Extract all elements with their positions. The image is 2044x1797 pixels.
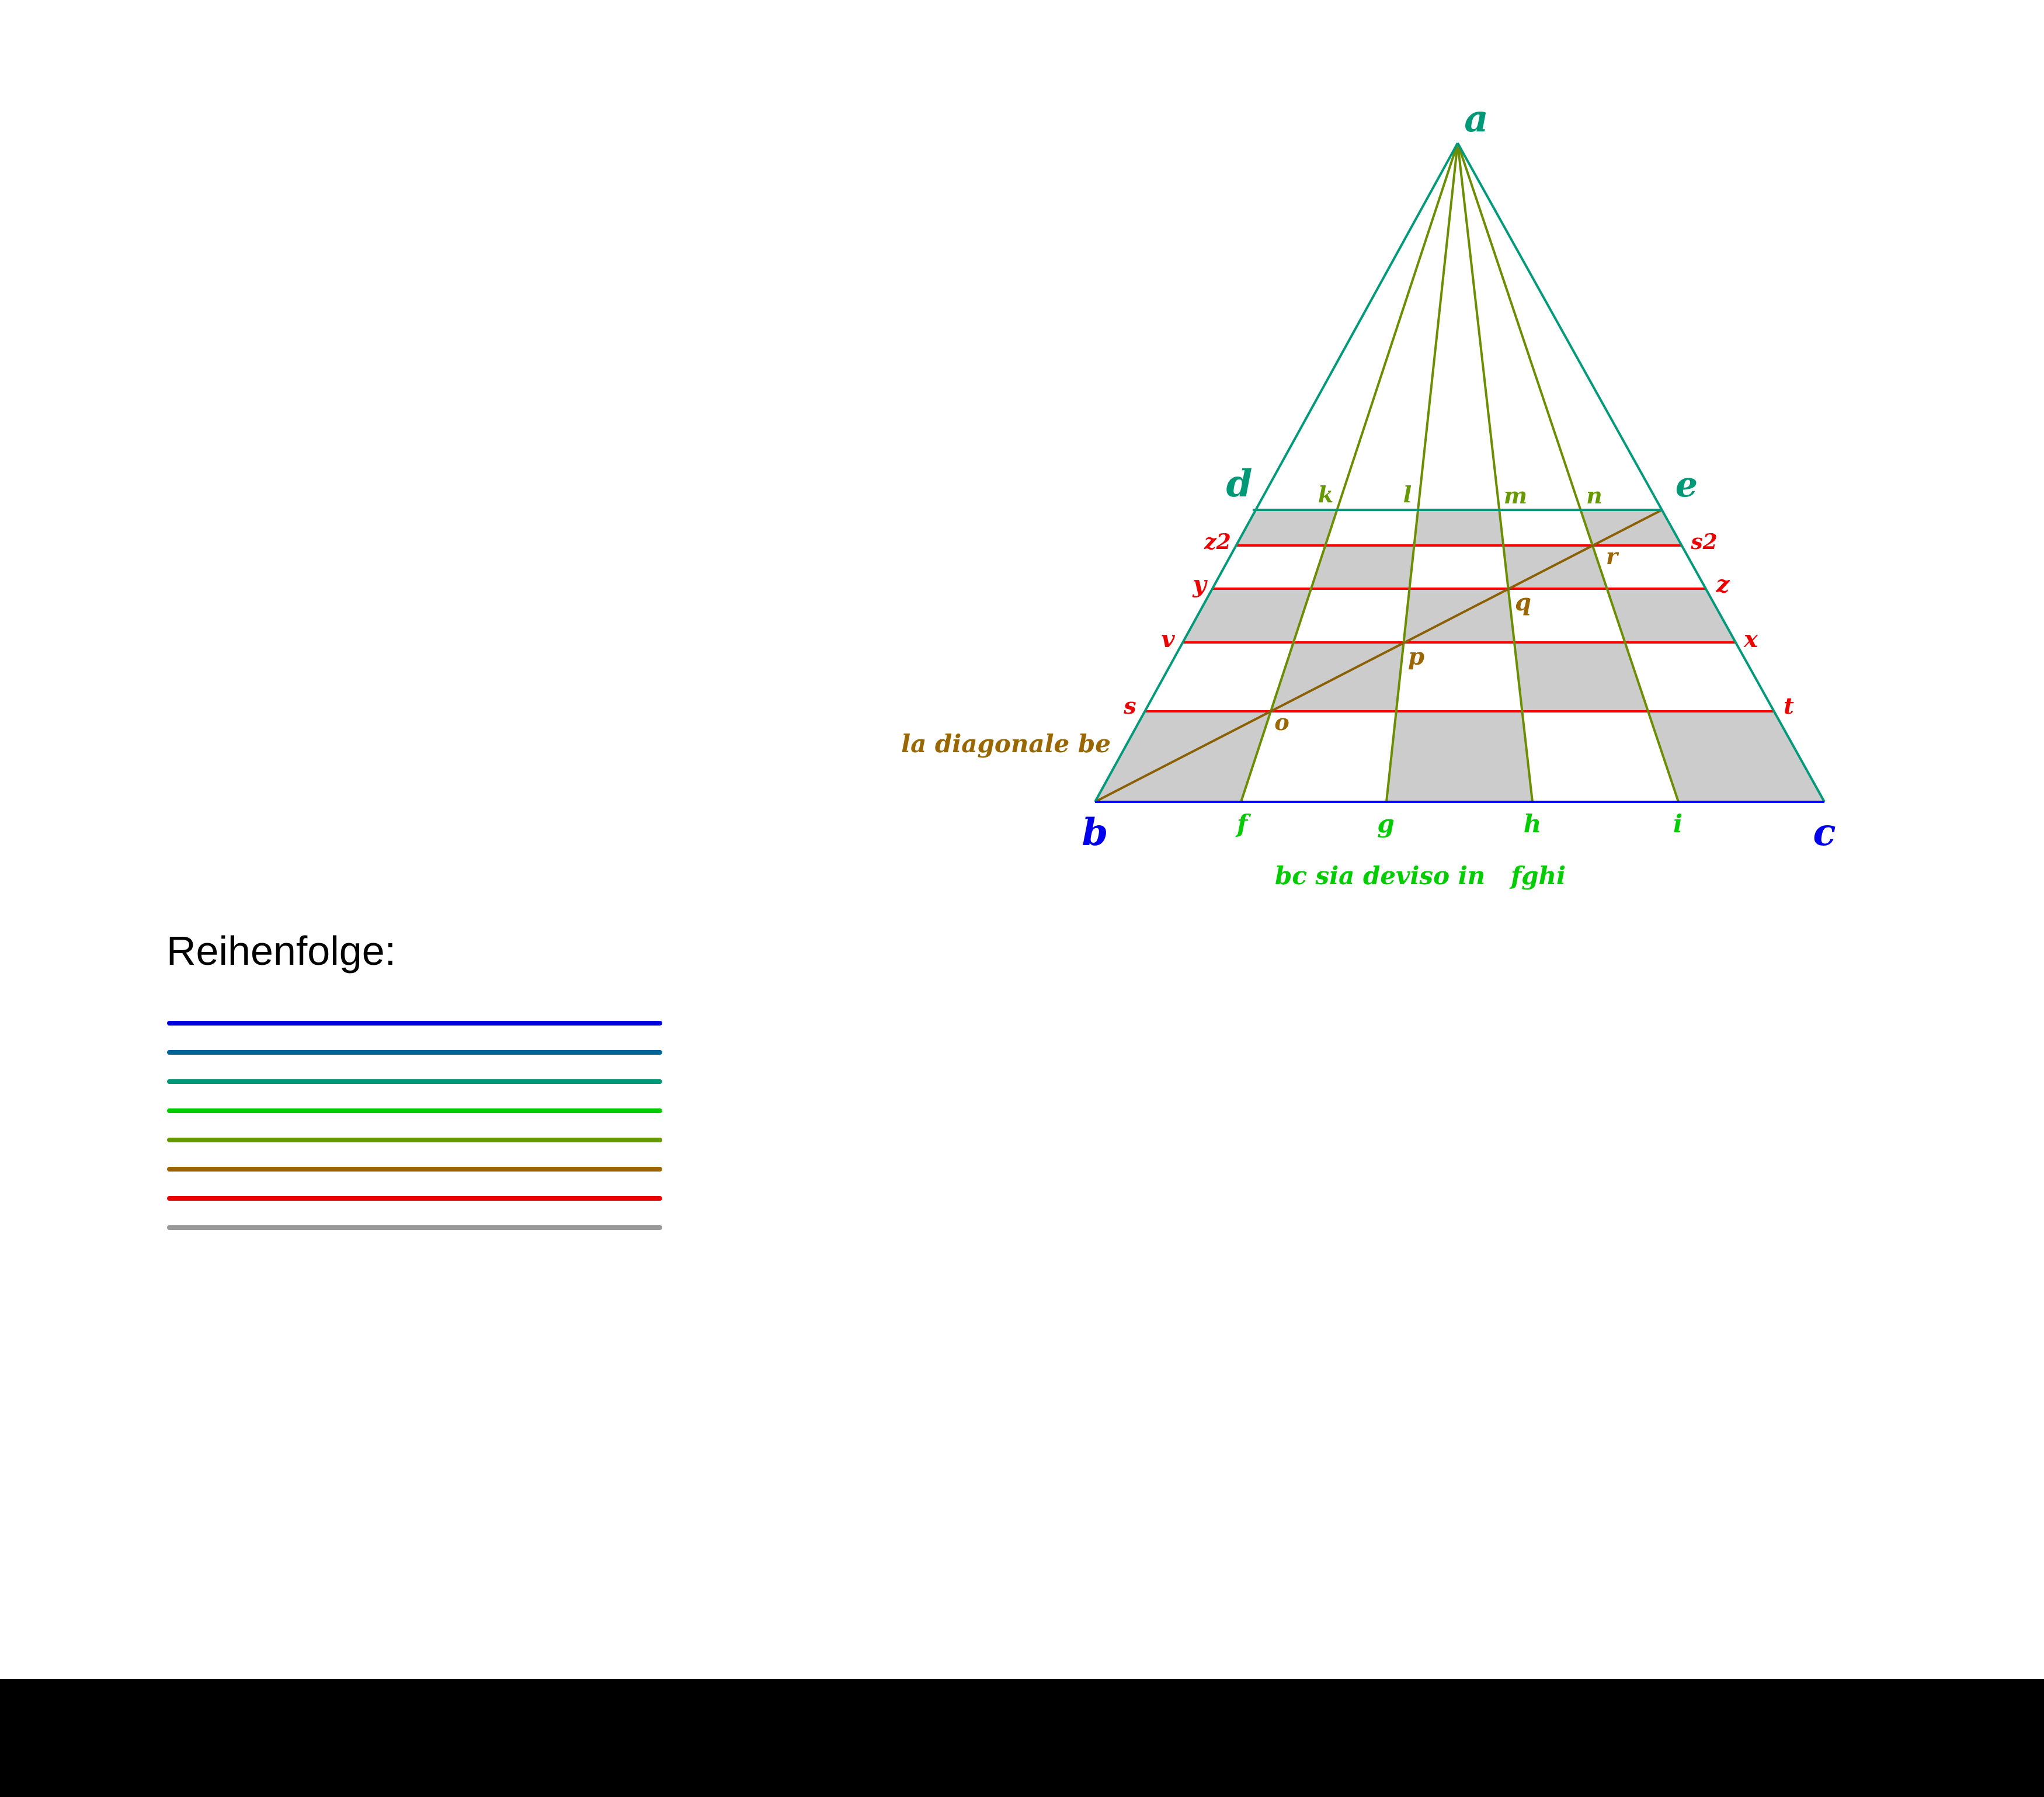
label-h: h bbox=[1524, 809, 1542, 838]
gray-cell-2-4 bbox=[1607, 589, 1736, 642]
gray-cell-4-2 bbox=[1386, 711, 1532, 802]
label-n: n bbox=[1586, 482, 1602, 509]
line-a-i bbox=[1456, 142, 1680, 802]
gray-cell-2-0 bbox=[1183, 589, 1312, 642]
label-r: r bbox=[1606, 543, 1619, 569]
label-y: y bbox=[1192, 571, 1208, 598]
line-a-b bbox=[1094, 142, 1459, 802]
label-m: m bbox=[1504, 482, 1527, 509]
line-a-f bbox=[1240, 142, 1459, 802]
label-o: o bbox=[1274, 709, 1289, 735]
label-f: f bbox=[1235, 809, 1252, 838]
caption-diagonal: la diagonale be bbox=[901, 729, 1111, 758]
label-b: b bbox=[1082, 811, 1108, 854]
label-l: l bbox=[1403, 481, 1412, 508]
label-t: t bbox=[1784, 693, 1794, 719]
legend-lines bbox=[167, 1021, 662, 1230]
label-a: a bbox=[1464, 97, 1488, 141]
caption-base: bc sia deviso in fghi bbox=[1275, 861, 1566, 890]
label-k: k bbox=[1318, 481, 1333, 508]
bottom-black-bar bbox=[0, 1679, 2044, 1797]
gray-cell-3-3 bbox=[1514, 642, 1649, 711]
label-s2: s2 bbox=[1690, 530, 1717, 554]
gray-cell-0-0 bbox=[1236, 510, 1337, 545]
gray-cell-0-4 bbox=[1580, 510, 1682, 545]
label-z: z bbox=[1716, 571, 1730, 598]
gray-cell-0-2 bbox=[1414, 510, 1504, 545]
perspective-diagram: a b c d e f g h i k l m n o p q r s t v … bbox=[901, 97, 1836, 890]
label-z2: z2 bbox=[1204, 530, 1231, 554]
label-c: c bbox=[1813, 811, 1836, 854]
label-e: e bbox=[1675, 464, 1698, 505]
line-a-h bbox=[1456, 142, 1534, 802]
gray-cell-1-1 bbox=[1311, 545, 1414, 589]
label-x: x bbox=[1743, 625, 1758, 653]
legend-title: Reihenfolge: bbox=[166, 928, 397, 974]
diagonal-b-e bbox=[1094, 509, 1663, 803]
label-v: v bbox=[1161, 625, 1175, 653]
gray-cell-4-4 bbox=[1648, 711, 1824, 802]
label-p: p bbox=[1408, 643, 1424, 670]
label-s: s bbox=[1123, 693, 1136, 719]
drawing-canvas: a b c d e f g h i k l m n o p q r s t v … bbox=[166, 97, 1836, 1230]
point-labels: a b c d e f g h i k l m n o p q r s t v … bbox=[901, 97, 1836, 890]
line-a-g bbox=[1385, 142, 1459, 802]
label-q: q bbox=[1515, 589, 1531, 616]
label-i: i bbox=[1673, 809, 1683, 838]
label-d: d bbox=[1226, 462, 1253, 506]
gray-cell-1-3 bbox=[1503, 545, 1607, 589]
construction-lines bbox=[1094, 142, 1826, 803]
label-g: g bbox=[1377, 809, 1394, 838]
line-a-c bbox=[1456, 142, 1826, 802]
